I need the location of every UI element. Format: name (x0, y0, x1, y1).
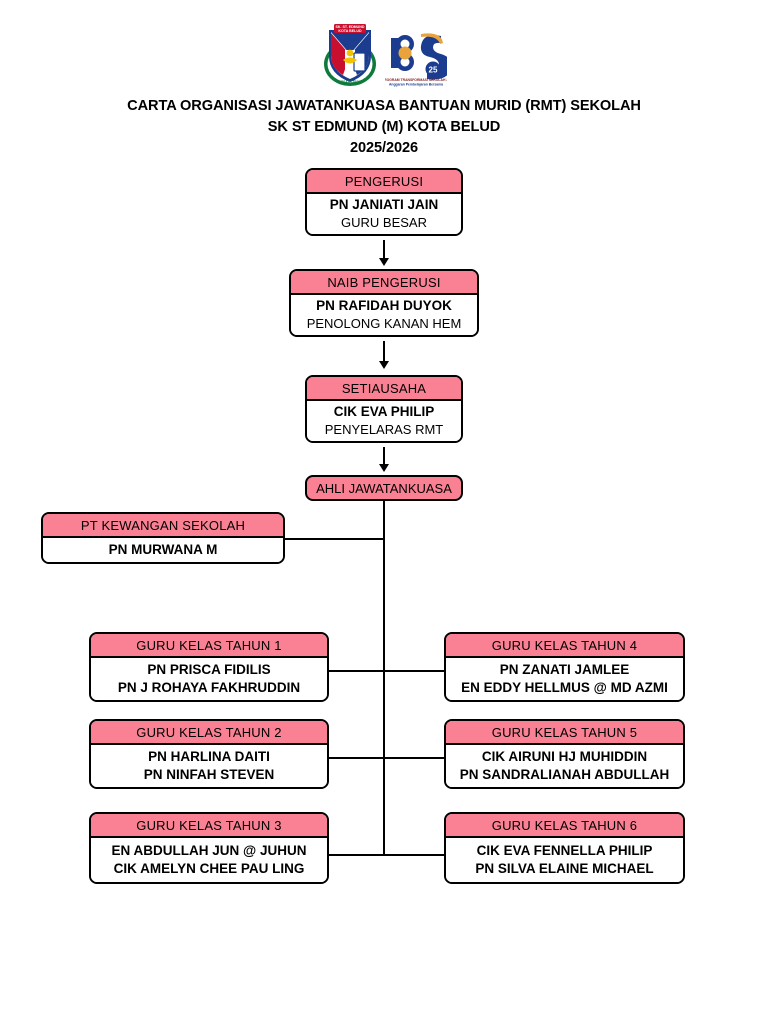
branch-row2-right (383, 757, 446, 759)
svg-text:Anggaran Pembelajaran Bersama: Anggaran Pembelajaran Bersama (389, 83, 443, 87)
node-pengerusi-name: PN JANIATI JAIN (329, 197, 439, 212)
node-guru-kelas-tahun-6-role: GURU KELAS TAHUN 6 (446, 814, 683, 838)
node-guru-kelas-tahun-1: GURU KELAS TAHUN 1 PN PRISCA FIDILIS PN … (89, 632, 329, 702)
node-guru-kelas-tahun-6-body: CIK EVA FENNELLA PHILIP PN SILVA ELAINE … (446, 838, 683, 882)
branch-row1-left (327, 670, 384, 672)
node-guru-kelas-tahun-3-name-1: EN ABDULLAH JUN @ JUHUN (111, 843, 307, 858)
node-pengerusi-position: GURU BESAR (341, 215, 427, 230)
node-guru-kelas-tahun-4-name-1: PN ZANATI JAMLEE (499, 662, 630, 677)
svg-text:SK. ST. EDMUND: SK. ST. EDMUND (336, 25, 365, 29)
node-setiausaha: SETIAUSAHA CIK EVA PHILIP PENYELARAS RMT (305, 375, 463, 443)
node-ahli-jawatankuasa: AHLI JAWATANKUASA (305, 475, 463, 501)
arrow-naib-to-setiausaha (379, 361, 389, 369)
node-guru-kelas-tahun-1-body: PN PRISCA FIDILIS PN J ROHAYA FAKHRUDDIN (91, 658, 327, 700)
node-guru-kelas-tahun-1-name-1: PN PRISCA FIDILIS (147, 662, 271, 677)
node-guru-kelas-tahun-3-name-2: CIK AMELYN CHEE PAU LING (113, 861, 305, 876)
branch-row2-left (327, 757, 384, 759)
node-naib-pengerusi-body: PN RAFIDAH DUYOK PENOLONG KANAN HEM (291, 295, 477, 335)
node-guru-kelas-tahun-3: GURU KELAS TAHUN 3 EN ABDULLAH JUN @ JUH… (89, 812, 329, 884)
node-guru-kelas-tahun-6-name-1: CIK EVA FENNELLA PHILIP (476, 843, 653, 858)
node-pengerusi-body: PN JANIATI JAIN GURU BESAR (307, 194, 461, 234)
node-guru-kelas-tahun-5-name-2: PN SANDRALIANAH ABDULLAH (459, 767, 670, 782)
node-setiausaha-name: CIK EVA PHILIP (333, 404, 435, 419)
branch-row1-right (383, 670, 446, 672)
node-guru-kelas-tahun-2-name-1: PN HARLINA DAITI (148, 749, 270, 764)
title-line-2: SK ST EDMUND (M) KOTA BELUD (267, 119, 501, 135)
node-guru-kelas-tahun-4-name-2: EN EDDY HELLMUS @ MD AZMI (461, 680, 668, 695)
title-line-1: CARTA ORGANISASI JAWATANKUASA BANTUAN MU… (127, 98, 641, 114)
logo-row: SK. ST. EDMUND KOTA BELUD BERSATU TEGUH … (0, 18, 768, 90)
node-guru-kelas-tahun-3-role: GURU KELAS TAHUN 3 (91, 814, 327, 838)
branch-to-pt-kewangan (283, 538, 384, 540)
svg-text:KOTA BELUD: KOTA BELUD (338, 29, 362, 33)
node-guru-kelas-tahun-5-name-1: CIK AIRUNI HJ MUHIDDIN (481, 749, 648, 764)
chart-title: CARTA ORGANISASI JAWATANKUASA BANTUAN MU… (0, 96, 768, 159)
connector-pengerusi-to-naib (383, 240, 385, 260)
node-guru-kelas-tahun-5-role: GURU KELAS TAHUN 5 (446, 721, 683, 745)
node-setiausaha-position: PENYELARAS RMT (324, 422, 444, 437)
connector-naib-to-setiausaha (383, 341, 385, 363)
node-guru-kelas-tahun-2-role: GURU KELAS TAHUN 2 (91, 721, 327, 745)
node-pt-kewangan: PT KEWANGAN SEKOLAH PN MURWANA M (41, 512, 285, 564)
node-setiausaha-body: CIK EVA PHILIP PENYELARAS RMT (307, 401, 461, 441)
node-naib-pengerusi-role: NAIB PENGERUSI (291, 271, 477, 295)
node-guru-kelas-tahun-1-role: GURU KELAS TAHUN 1 (91, 634, 327, 658)
node-pt-kewangan-name: PN MURWANA M (108, 542, 218, 557)
node-pt-kewangan-role: PT KEWANGAN SEKOLAH (43, 514, 283, 538)
connector-setiausaha-to-ahli (383, 447, 385, 465)
svg-text:25: 25 (429, 66, 438, 75)
node-guru-kelas-tahun-2-body: PN HARLINA DAITI PN NINFAH STEVEN (91, 745, 327, 787)
node-naib-pengerusi-name: PN RAFIDAH DUYOK (316, 298, 452, 313)
node-guru-kelas-tahun-3-body: EN ABDULLAH JUN @ JUHUN CIK AMELYN CHEE … (91, 838, 327, 882)
node-guru-kelas-tahun-1-name-2: PN J ROHAYA FAKHRUDDIN (117, 680, 301, 695)
bpi-25-logo: 25 PROGRAM TRANSFORMASI SEKOLAH 25 Angga… (382, 20, 452, 88)
node-guru-kelas-tahun-6: GURU KELAS TAHUN 6 CIK EVA FENNELLA PHIL… (444, 812, 685, 884)
node-pt-kewangan-body: PN MURWANA M (43, 538, 283, 562)
node-pengerusi: PENGERUSI PN JANIATI JAIN GURU BESAR (305, 168, 463, 236)
svg-text:PROGRAM TRANSFORMASI SEKOLAH 2: PROGRAM TRANSFORMASI SEKOLAH 25 (385, 78, 447, 82)
arrow-setiausaha-to-ahli (379, 464, 389, 472)
node-guru-kelas-tahun-6-name-2: PN SILVA ELAINE MICHAEL (475, 861, 654, 876)
branch-row3-left (327, 854, 384, 856)
trunk-vertical-main (383, 501, 385, 856)
branch-row3-right (383, 854, 446, 856)
node-guru-kelas-tahun-5: GURU KELAS TAHUN 5 CIK AIRUNI HJ MUHIDDI… (444, 719, 685, 789)
title-line-3: 2025/2026 (349, 140, 419, 156)
node-guru-kelas-tahun-4-body: PN ZANATI JAMLEE EN EDDY HELLMUS @ MD AZ… (446, 658, 683, 700)
school-crest-logo: SK. ST. EDMUND KOTA BELUD BERSATU TEGUH (321, 20, 379, 88)
arrow-pengerusi-to-naib (379, 258, 389, 266)
node-guru-kelas-tahun-5-body: CIK AIRUNI HJ MUHIDDIN PN SANDRALIANAH A… (446, 745, 683, 787)
node-pengerusi-role: PENGERUSI (307, 170, 461, 194)
svg-text:BERSATU TEGUH: BERSATU TEGUH (336, 80, 364, 84)
node-guru-kelas-tahun-2-name-2: PN NINFAH STEVEN (143, 767, 275, 782)
node-setiausaha-role: SETIAUSAHA (307, 377, 461, 401)
node-guru-kelas-tahun-2: GURU KELAS TAHUN 2 PN HARLINA DAITI PN N… (89, 719, 329, 789)
node-guru-kelas-tahun-4-role: GURU KELAS TAHUN 4 (446, 634, 683, 658)
node-guru-kelas-tahun-4: GURU KELAS TAHUN 4 PN ZANATI JAMLEE EN E… (444, 632, 685, 702)
node-naib-pengerusi-position: PENOLONG KANAN HEM (306, 316, 462, 331)
node-naib-pengerusi: NAIB PENGERUSI PN RAFIDAH DUYOK PENOLONG… (289, 269, 479, 337)
